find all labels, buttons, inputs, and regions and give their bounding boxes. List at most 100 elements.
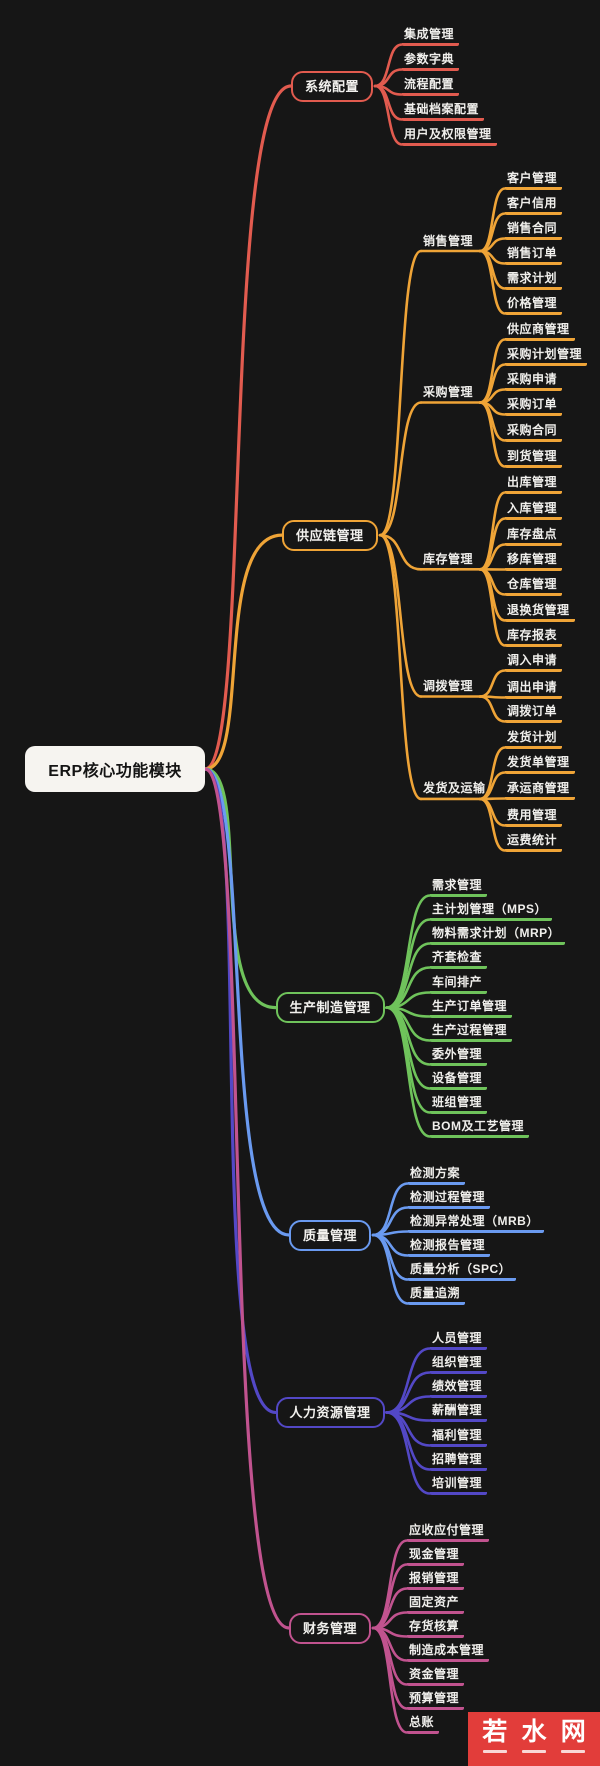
leaf-node[interactable]: 调出申请 <box>505 679 563 699</box>
leaf-node[interactable]: 固定资产 <box>407 1594 465 1614</box>
leaf-node[interactable]: 库存盘点 <box>505 526 563 546</box>
leaf-node[interactable]: 出库管理 <box>505 474 563 494</box>
leaf-node[interactable]: 移库管理 <box>505 551 563 571</box>
leaf-node[interactable]: 需求计划 <box>505 270 563 290</box>
leaf-node[interactable]: 班组管理 <box>430 1094 488 1114</box>
leaf-node[interactable]: 生产过程管理 <box>430 1022 513 1042</box>
watermark-char: 网 <box>560 1718 586 1746</box>
leaf-node[interactable]: 招聘管理 <box>430 1451 488 1471</box>
watermark-subtext-blur <box>561 1750 586 1753</box>
branch-node[interactable]: 质量管理 <box>289 1219 372 1251</box>
leaf-node[interactable]: 存货核算 <box>407 1618 465 1638</box>
leaf-node[interactable]: 发货计划 <box>505 729 563 749</box>
connector-path <box>385 1006 432 1138</box>
leaf-node[interactable]: 调拨订单 <box>505 703 563 723</box>
connector-path <box>478 695 507 723</box>
connector-path <box>203 767 291 1630</box>
connector-path <box>378 249 423 537</box>
connector-path <box>478 568 507 647</box>
leaf-node[interactable]: 人员管理 <box>430 1330 488 1350</box>
leaf-node[interactable]: 检测报告管理 <box>408 1237 491 1257</box>
leaf-node[interactable]: 制造成本管理 <box>407 1642 490 1662</box>
leaf-node[interactable]: 绩效管理 <box>430 1378 488 1398</box>
leaf-node[interactable]: 委外管理 <box>430 1046 488 1066</box>
leaf-node[interactable]: 供应商管理 <box>505 321 575 341</box>
watermark-column: 网 <box>561 1718 586 1753</box>
watermark-subtext-blur <box>482 1750 507 1753</box>
leaf-node[interactable]: 费用管理 <box>505 807 563 827</box>
watermark-char: 若 <box>482 1718 508 1746</box>
connector-path <box>385 894 432 1009</box>
leaf-node[interactable]: 需求管理 <box>430 877 488 897</box>
connector-path <box>378 401 423 537</box>
leaf-node[interactable]: 退换货管理 <box>505 602 575 622</box>
leaf-node[interactable]: 销售合同 <box>505 220 563 240</box>
watermark-char: 水 <box>521 1718 547 1746</box>
leaf-node[interactable]: 资金管理 <box>407 1666 465 1686</box>
branch-node[interactable]: 系统配置 <box>291 70 374 102</box>
connector-path <box>385 918 432 1009</box>
leaf-node[interactable]: 质量分析（SPC） <box>408 1261 517 1281</box>
leaf-node[interactable]: 流程配置 <box>402 76 460 96</box>
leaf-node[interactable]: 生产订单管理 <box>430 998 513 1018</box>
root-node[interactable]: ERP核心功能模块 <box>25 746 205 792</box>
connector-path <box>478 797 507 852</box>
leaf-node[interactable]: 库存报表 <box>505 627 563 647</box>
leaf-node[interactable]: 采购计划管理 <box>505 346 588 366</box>
connector-path <box>371 1539 409 1630</box>
leaf-node[interactable]: 车间排产 <box>430 974 488 994</box>
leaf-node[interactable]: 物料需求计划（MRP） <box>430 925 566 945</box>
leaf-node[interactable]: 总账 <box>407 1714 440 1734</box>
leaf-node[interactable]: 仓库管理 <box>505 576 563 596</box>
subtopic-node[interactable]: 采购管理 <box>423 385 474 399</box>
leaf-node[interactable]: 销售订单 <box>505 245 563 265</box>
leaf-node[interactable]: 采购订单 <box>505 396 563 416</box>
leaf-node[interactable]: 薪酬管理 <box>430 1402 488 1422</box>
leaf-node[interactable]: 应收应付管理 <box>407 1522 490 1542</box>
leaf-node[interactable]: 主计划管理（MPS） <box>430 901 553 921</box>
leaf-node[interactable]: 入库管理 <box>505 500 563 520</box>
leaf-node[interactable]: 承运商管理 <box>505 780 575 800</box>
connector-path <box>478 338 507 404</box>
connector-path <box>478 669 507 698</box>
subtopic-node[interactable]: 库存管理 <box>423 551 474 566</box>
connector-path <box>203 533 284 771</box>
branch-node[interactable]: 财务管理 <box>289 1612 372 1644</box>
leaf-node[interactable]: 发货单管理 <box>505 754 575 774</box>
branch-node[interactable]: 生产制造管理 <box>275 992 385 1024</box>
leaf-node[interactable]: 采购申请 <box>505 371 563 391</box>
branch-node[interactable]: 供应链管理 <box>282 519 378 551</box>
subtopic-node[interactable]: 发货及运输 <box>423 781 486 796</box>
leaf-node[interactable]: 客户管理 <box>505 170 563 190</box>
leaf-node[interactable]: 到货管理 <box>505 448 563 468</box>
leaf-node[interactable]: 组织管理 <box>430 1354 488 1374</box>
leaf-node[interactable]: 齐套检查 <box>430 949 488 969</box>
leaf-node[interactable]: 参数字典 <box>402 51 460 71</box>
leaf-node[interactable]: 用户及权限管理 <box>402 126 497 146</box>
leaf-node[interactable]: 报销管理 <box>407 1570 465 1590</box>
subtopic-node[interactable]: 调拨管理 <box>423 679 474 693</box>
watermark: 若 水 网 <box>468 1712 600 1766</box>
leaf-node[interactable]: 价格管理 <box>505 295 563 315</box>
leaf-node[interactable]: 客户信用 <box>505 195 563 215</box>
leaf-node[interactable]: 基础档案配置 <box>402 101 485 121</box>
leaf-node[interactable]: 预算管理 <box>407 1690 465 1710</box>
leaf-node[interactable]: 采购合同 <box>505 422 563 442</box>
connector-path <box>478 249 507 315</box>
branch-node[interactable]: 人力资源管理 <box>275 1396 385 1428</box>
leaf-node[interactable]: BOM及工艺管理 <box>430 1118 529 1138</box>
leaf-node[interactable]: 检测过程管理 <box>408 1189 491 1209</box>
leaf-node[interactable]: 现金管理 <box>407 1546 465 1566</box>
leaf-node[interactable]: 运费统计 <box>505 832 563 852</box>
leaf-node[interactable]: 集成管理 <box>402 26 460 46</box>
subtopic-node[interactable]: 销售管理 <box>423 233 474 248</box>
leaf-node[interactable]: 培训管理 <box>430 1475 488 1495</box>
connector-path <box>371 1233 410 1305</box>
leaf-node[interactable]: 福利管理 <box>430 1427 488 1447</box>
leaf-node[interactable]: 调入申请 <box>505 652 563 672</box>
leaf-node[interactable]: 检测方案 <box>408 1165 466 1185</box>
leaf-node[interactable]: 检测异常处理（MRB） <box>408 1213 544 1233</box>
leaf-node[interactable]: 质量追溯 <box>408 1285 466 1305</box>
leaf-node[interactable]: 设备管理 <box>430 1070 488 1090</box>
